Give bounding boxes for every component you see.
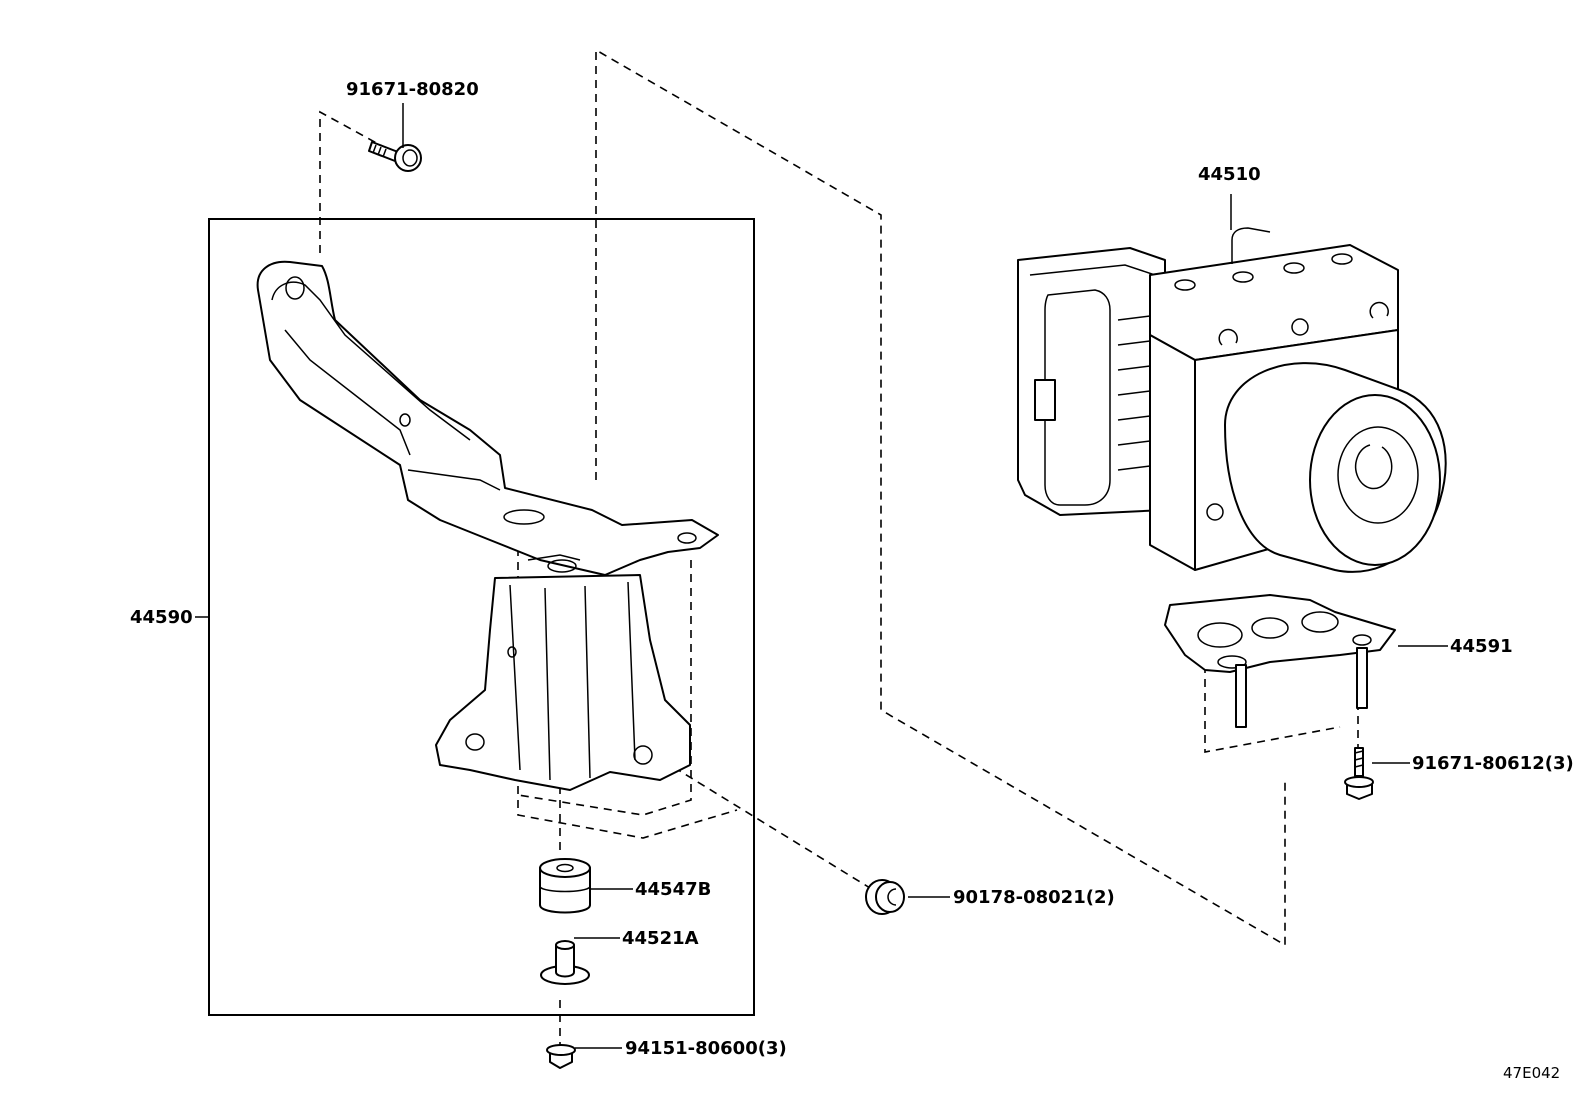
label-actuator: 44510 <box>1198 164 1261 185</box>
label-collar: 44521A <box>622 928 699 949</box>
label-cushion: 44547B <box>635 879 711 900</box>
label-cushion-plate: 44591 <box>1450 636 1513 657</box>
cushion-icon <box>539 858 591 914</box>
leader-lines <box>195 103 1448 1049</box>
bolt-bottom-icon <box>546 1044 576 1069</box>
stud-bolt-icon <box>1344 747 1374 800</box>
label-stud-bolt: 91671-80612(3) <box>1412 753 1574 774</box>
label-bolt-top: 91671-80820 <box>346 79 479 100</box>
collar-icon <box>540 940 590 985</box>
bolt-top-icon <box>368 141 422 172</box>
cushion-plate-icon <box>1164 594 1396 728</box>
label-bracket-assy: 44590 <box>130 607 193 628</box>
actuator-icon <box>1017 227 1447 573</box>
figure-code: 47E042 <box>1503 1064 1560 1082</box>
label-bolt-bottom: 94151-80600(3) <box>625 1038 787 1059</box>
nut-icon <box>865 879 905 915</box>
bracket-icon <box>256 260 719 791</box>
label-nut: 90178-08021(2) <box>953 887 1115 908</box>
